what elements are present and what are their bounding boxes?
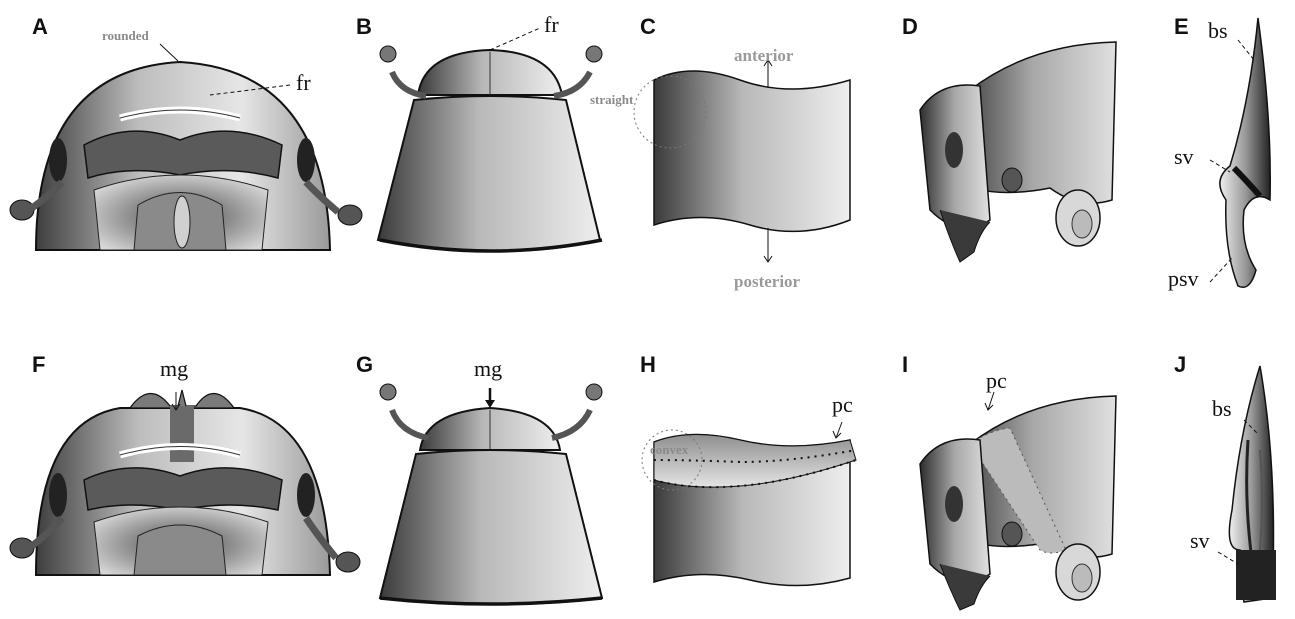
- label-mg: mg: [160, 356, 188, 382]
- sclerite-drawing-j: [1160, 310, 1295, 610]
- label-psv: psv: [1168, 266, 1199, 292]
- panel-d: D: [890, 0, 1150, 300]
- panel-i: I pc: [890, 310, 1150, 610]
- label-sv: sv: [1174, 144, 1194, 170]
- note-convex: convex: [650, 442, 688, 458]
- panel-g: G mg: [340, 310, 630, 610]
- label-bs: bs: [1212, 396, 1232, 422]
- head-frontal-rounded-drawing: [0, 0, 370, 290]
- direction-posterior: posterior: [734, 272, 800, 292]
- panel-j: J bs sv: [1160, 310, 1295, 610]
- head-frontal-mg-drawing: [0, 310, 370, 610]
- label-fr: fr: [544, 12, 559, 38]
- note-rounded: rounded: [102, 28, 149, 44]
- head-pronotum-dorsal-mg-drawing: [340, 310, 630, 610]
- note-straight: straight: [590, 92, 633, 108]
- label-sv: sv: [1190, 528, 1210, 554]
- panel-h: H convex pc: [610, 310, 870, 610]
- lateral-view-drawing: [890, 0, 1150, 300]
- label-fr: fr: [296, 70, 311, 96]
- label-bs: bs: [1208, 18, 1228, 44]
- lateral-view-pc-drawing: [890, 310, 1150, 610]
- direction-anterior: anterior: [734, 46, 793, 66]
- pronotum-straight-drawing: [610, 0, 870, 300]
- label-pc: pc: [986, 368, 1007, 394]
- panel-f: F mg: [0, 310, 370, 610]
- panel-c: C straight anterior posterior: [610, 0, 870, 300]
- head-pronotum-dorsal-drawing: [340, 0, 630, 290]
- label-mg: mg: [474, 356, 502, 382]
- panel-e: E bs sv psv: [1160, 0, 1295, 300]
- pronotum-convex-drawing: [610, 310, 870, 610]
- label-pc: pc: [832, 392, 853, 418]
- panel-a: A rounded fr: [0, 0, 370, 290]
- panel-b: B fr: [340, 0, 630, 290]
